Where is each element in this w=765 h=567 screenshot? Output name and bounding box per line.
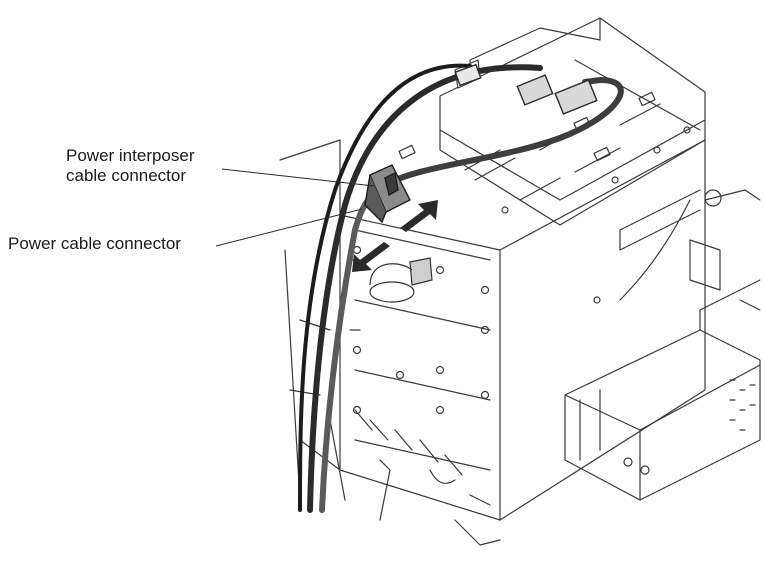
cables [298,63,624,513]
power-cable-connector-label: Power cable connector [8,234,181,253]
interposer-label-line-1: Power interposer [66,146,195,165]
power-interposer-cable-connector-label: Power interposer cable connector [66,146,195,186]
interposer-connector [364,164,411,224]
power-cable-leader-line [215,208,363,247]
top-connectors [454,63,598,115]
connection-arrows [352,200,438,272]
leader-lines [215,168,375,247]
interposer-label-line-2: cable connector [66,166,187,185]
cable-loop [369,257,433,303]
drive-cage-drawing [279,17,761,546]
interposer-leader-line [221,168,375,187]
